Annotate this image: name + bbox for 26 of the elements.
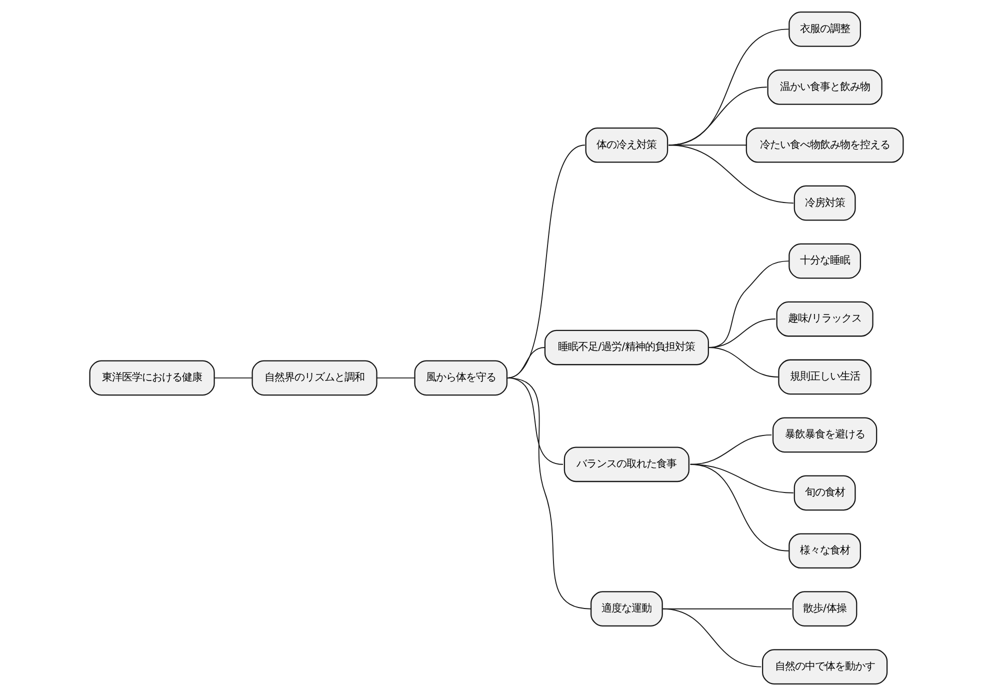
node-box: 自然の中で体を動かす xyxy=(762,649,888,684)
connector xyxy=(690,464,790,552)
node-box: 散歩/体操 xyxy=(792,591,858,627)
node-box: 冷房対策 xyxy=(794,185,856,221)
node-box: 趣味/リラックス xyxy=(776,301,874,337)
connector xyxy=(214,377,253,378)
node-box: バランスの取れた食事 xyxy=(564,446,690,482)
node-box: 冷たい食べ物飲み物を控える xyxy=(746,127,904,163)
connector xyxy=(668,144,794,204)
node-box: 規則正しい生活 xyxy=(778,359,872,395)
connector xyxy=(376,377,416,378)
node-box: 適度な運動 xyxy=(590,591,663,627)
node-box: 睡眠不足/過労/精神的負担対策 xyxy=(544,330,709,366)
node-box: 衣服の調整 xyxy=(788,12,862,47)
node-box: 暴飲暴食を避ける xyxy=(772,417,878,453)
node-box: 様々な食材 xyxy=(788,533,862,569)
connector xyxy=(506,377,592,610)
node-box: 東洋医学における健康 xyxy=(89,360,215,396)
node-box: 十分な睡眠 xyxy=(788,243,862,279)
connector xyxy=(708,347,779,378)
node-box: 温かい食事と飲み物 xyxy=(767,69,882,105)
node-box: 体の冷え対策 xyxy=(585,127,668,163)
connector xyxy=(662,608,762,668)
node-box: 自然界のリズムと調和 xyxy=(252,360,378,396)
node-box: 風から体を守る xyxy=(414,360,508,396)
node-box: 旬の食材 xyxy=(794,475,856,511)
